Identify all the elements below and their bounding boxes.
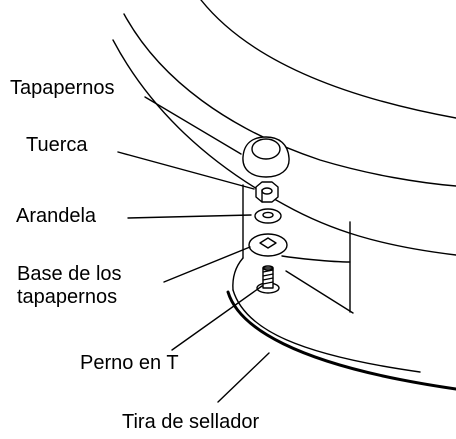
- bolt-cap: [242, 136, 290, 178]
- bolt-cap-base-square-hole: [259, 237, 277, 249]
- washer-hole: [262, 211, 274, 219]
- leader-nut: [117, 151, 255, 190]
- base-flange-edge: [232, 257, 244, 291]
- label-sealant-strip: Tira de sellador: [122, 411, 260, 433]
- t-bolt-tip: [262, 265, 274, 271]
- base-flange-diagonal: [285, 270, 354, 314]
- leader-bolt-cap-base: [163, 246, 251, 283]
- t-bolt-thread-3: [262, 277, 274, 281]
- washer: [254, 208, 282, 224]
- base-flange-top: [281, 255, 351, 263]
- leader-t-bolt: [171, 285, 263, 351]
- sealant-strip: [226, 290, 456, 391]
- nut: [255, 181, 279, 203]
- bolt-cap-top: [251, 138, 281, 160]
- label-t-bolt: Perno en T: [80, 352, 179, 374]
- base-flange-inner: [232, 289, 421, 373]
- t-bolt-thread-2: [262, 273, 274, 277]
- tank-outer-curve-top: [200, 0, 456, 119]
- bolt-cap-base-outer: [248, 233, 288, 257]
- label-bolt-cap: Tapapernos: [10, 77, 115, 99]
- leader-sealant-strip: [217, 352, 270, 403]
- tank-outer-curve: [123, 13, 456, 187]
- label-bolt-cap-base-line2: tapapernos: [17, 286, 118, 308]
- washer-outer: [254, 208, 282, 224]
- leader-washer: [127, 214, 252, 219]
- nut-body: [255, 181, 279, 203]
- t-bolt-thread-4: [262, 281, 274, 285]
- label-nut: Tuerca: [26, 134, 88, 156]
- label-bolt-cap-base-line1: Base de los: [17, 263, 122, 285]
- tank-inner-curve: [112, 39, 456, 256]
- label-washer: Arandela: [16, 205, 97, 227]
- bolt-cap-base: [248, 233, 288, 257]
- label-bolt-cap-base: Base de los tapapernos: [17, 263, 122, 309]
- leader-bolt-cap: [144, 96, 242, 155]
- t-bolt: [256, 265, 280, 294]
